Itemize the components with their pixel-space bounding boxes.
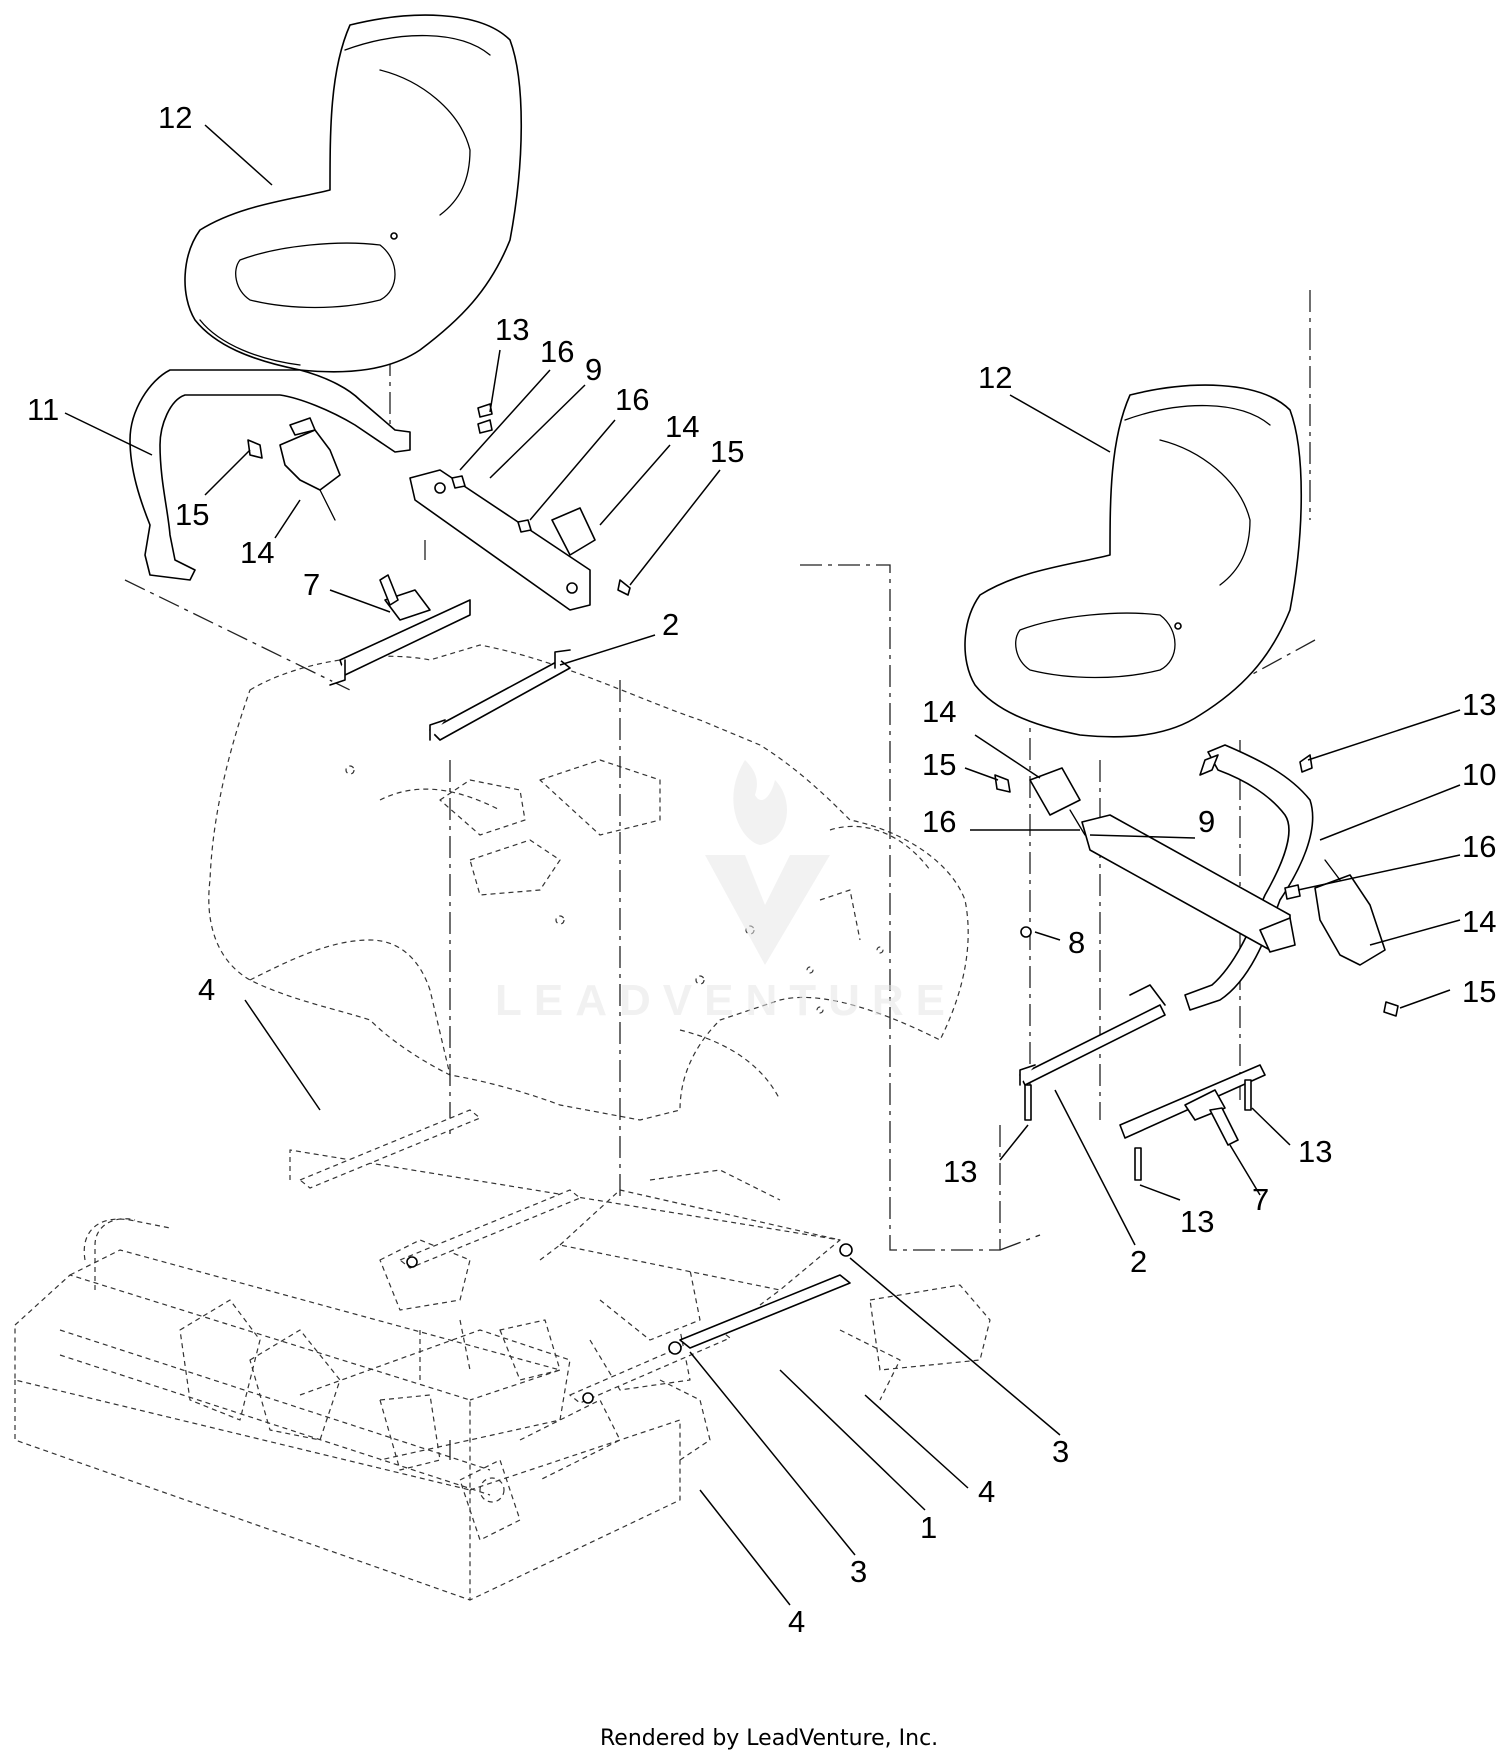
- footer-credit: Rendered by LeadVenture, Inc.: [600, 1726, 938, 1751]
- seat-belt-buckle-left: [477, 403, 631, 596]
- callout-2: 2: [1130, 1244, 1147, 1279]
- callout-4: 4: [788, 1604, 805, 1639]
- callout-7: 7: [303, 567, 320, 602]
- track-right: [1019, 984, 1166, 1086]
- callout-7: 7: [1252, 1182, 1269, 1217]
- callout-labels: 12 11 15 14 13 16 9 16 14 15 7 2 12 13 1…: [27, 100, 1496, 1639]
- callout-15: 15: [710, 434, 744, 469]
- track-left: [429, 649, 571, 741]
- fasteners-right: [1020, 754, 1313, 1181]
- seat-left: [184, 14, 522, 373]
- seat-plate-left: [409, 469, 591, 611]
- seat-slide-right: [1119, 1064, 1266, 1146]
- callout-13: 13: [1462, 687, 1496, 722]
- seat-belt-right: [1284, 859, 1399, 1017]
- callout-4: 4: [198, 972, 215, 1007]
- callout-13: 13: [943, 1154, 977, 1189]
- callout-2: 2: [662, 607, 679, 642]
- callout-10: 10: [1462, 757, 1496, 792]
- callout-13: 13: [1298, 1134, 1332, 1169]
- callout-16: 16: [922, 804, 956, 839]
- seat-right: [964, 384, 1303, 738]
- callout-14: 14: [665, 409, 699, 444]
- callout-16: 16: [615, 382, 649, 417]
- seat-slide-left: [329, 574, 471, 686]
- watermark-text: LEADVENTURE: [495, 976, 957, 1025]
- callout-15: 15: [922, 747, 956, 782]
- leadventure-watermark: LEADVENTURE: [495, 760, 957, 1025]
- callout-4: 4: [978, 1474, 995, 1509]
- callout-9: 9: [585, 352, 602, 387]
- callout-8: 8: [1068, 925, 1085, 960]
- callout-15: 15: [1462, 974, 1496, 1009]
- callout-1: 1: [920, 1510, 937, 1545]
- callout-14: 14: [240, 535, 274, 570]
- callout-13: 13: [1180, 1204, 1214, 1239]
- callout-14: 14: [1462, 904, 1496, 939]
- callout-15: 15: [175, 497, 209, 532]
- hood-body: [208, 644, 969, 1121]
- callout-16: 16: [540, 334, 574, 369]
- frame-assembly: [14, 1149, 991, 1601]
- seat-bar-right: [1184, 744, 1314, 1011]
- callout-13: 13: [495, 312, 529, 347]
- callout-16: 16: [1462, 829, 1496, 864]
- callout-3: 3: [850, 1554, 867, 1589]
- callout-11: 11: [27, 392, 59, 427]
- callout-12: 12: [978, 360, 1012, 395]
- seat-belt-buckle-right: [994, 767, 1086, 836]
- seat-belt-left: [247, 417, 341, 521]
- callout-3: 3: [1052, 1434, 1069, 1469]
- callout-12: 12: [158, 100, 192, 135]
- frame-rails: [298, 1109, 853, 1404]
- callout-9: 9: [1198, 804, 1215, 839]
- seat-plate-right: [1081, 814, 1296, 953]
- seat-bar-left: [129, 369, 411, 581]
- callout-14: 14: [922, 694, 956, 729]
- leader-lines: [64, 124, 1461, 1606]
